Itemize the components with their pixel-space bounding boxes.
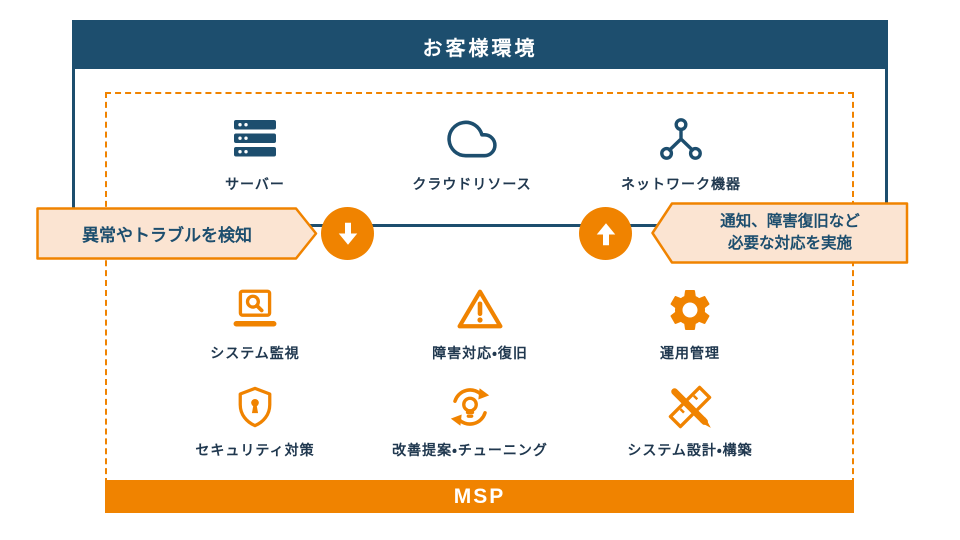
- design-build-icon: [575, 381, 805, 433]
- tuning-refresh-icon: [355, 381, 585, 433]
- gear-icon: [575, 284, 805, 336]
- detect-callout: 異常やトラブルを検知: [36, 207, 318, 260]
- msp-service-incident: 障害対応・復旧: [365, 284, 595, 363]
- msp-service-tuning: 改善提案・チューニング: [355, 381, 585, 460]
- msp-service-security: セキュリティ対策: [140, 381, 370, 460]
- shield-icon: [140, 381, 370, 433]
- msp-service-label: セキュリティ対策: [195, 442, 315, 458]
- customer-item-cloud: クラウドリソース: [362, 110, 582, 194]
- respond-callout: 通知、障害復旧など 必要な対応を実施: [651, 202, 909, 264]
- msp-service-operation: 運用管理: [575, 284, 805, 363]
- respond-callout-line2: 必要な対応を実施: [727, 235, 852, 252]
- respond-callout-line1: 通知、障害復旧など: [720, 212, 860, 230]
- msp-service-label: システム監視: [210, 345, 300, 361]
- msp-service-monitoring: システム監視: [140, 284, 370, 363]
- msp-service-label: 改善提案・チューニング: [392, 442, 548, 458]
- customer-item-network: ネットワーク機器: [571, 110, 791, 194]
- msp-service-label: 障害対応・復旧: [432, 345, 528, 361]
- warning-icon: [365, 284, 595, 336]
- msp-service-label: 運用管理: [660, 345, 720, 361]
- customer-item-label: ネットワーク機器: [621, 176, 741, 192]
- customer-item-label: サーバー: [225, 176, 285, 192]
- customer-environment-title: お客様環境: [75, 23, 885, 69]
- customer-environment-box: お客様環境: [72, 20, 888, 227]
- down-arrow-icon: [321, 207, 374, 260]
- customer-item-label: クラウドリソース: [412, 176, 532, 192]
- network-icon: [571, 110, 791, 168]
- up-arrow-icon: [579, 207, 632, 260]
- cloud-icon: [362, 110, 582, 168]
- msp-title: MSP: [453, 484, 506, 508]
- msp-service-design: システム設計・構築: [575, 381, 805, 460]
- msp-title-bar: MSP: [105, 480, 854, 513]
- customer-item-server: サーバー: [145, 110, 365, 194]
- detect-callout-text: 異常やトラブルを検知: [82, 226, 252, 245]
- server-icon: [145, 110, 365, 168]
- msp-service-label: システム設計・構築: [627, 442, 753, 458]
- monitor-search-icon: [140, 284, 370, 336]
